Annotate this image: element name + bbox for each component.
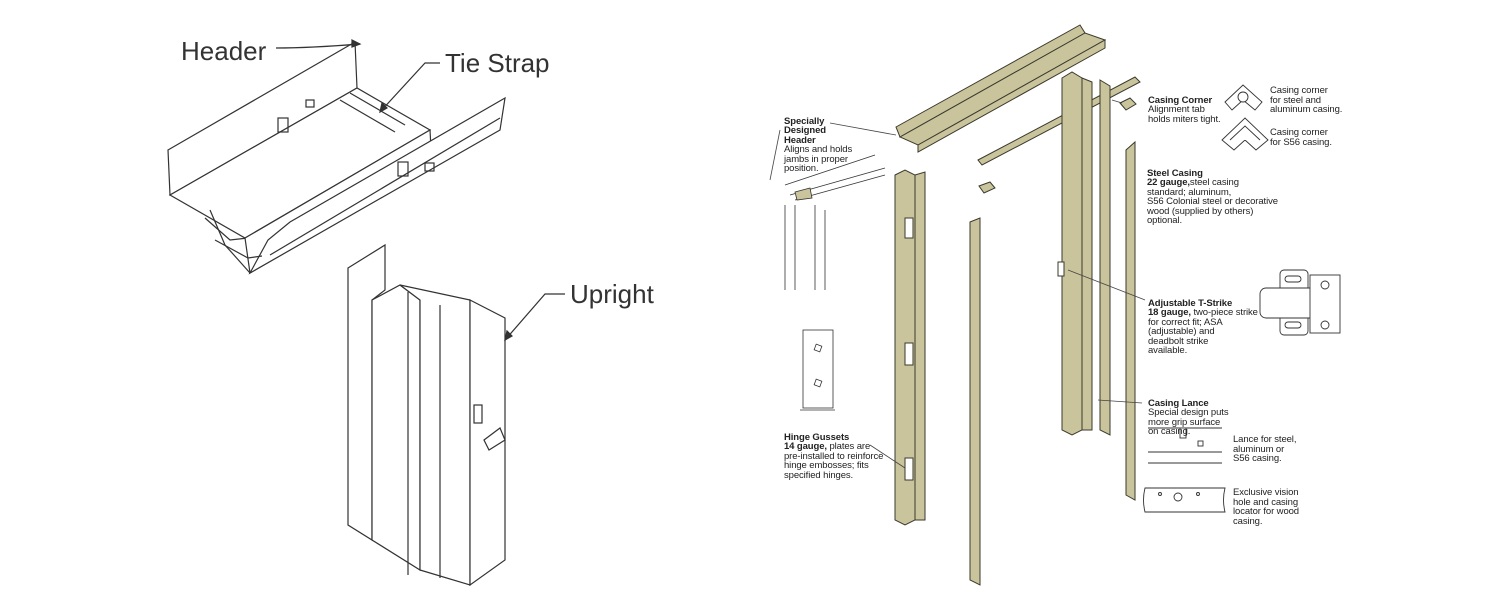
frame-assembly bbox=[894, 24, 1141, 586]
callout-title: Specially Designed Header bbox=[784, 115, 826, 146]
callout-body: two-piece strike for correct fit; ASA (a… bbox=[1148, 307, 1258, 356]
callout-title: Casing Lance bbox=[1148, 397, 1209, 409]
callout-title: Casing Corner bbox=[1148, 94, 1213, 106]
callout-title: Steel Casing bbox=[1147, 167, 1203, 179]
vision-hole-icon bbox=[1143, 487, 1226, 513]
lance-note: Lance for steel, aluminum or S56 casing. bbox=[1233, 434, 1297, 464]
upright-drawing bbox=[347, 243, 506, 587]
casing-corner-icons bbox=[1221, 84, 1269, 151]
callout-body: plates are pre-installed to reinforce hi… bbox=[784, 441, 884, 481]
callout-body: Special design puts more grip surface on… bbox=[1148, 407, 1229, 437]
callout-gauge: 22 gauge, bbox=[1147, 177, 1190, 188]
callout-body: steel casing standard; aluminum, S56 Col… bbox=[1147, 177, 1278, 226]
callout-body: Alignment tab holds miters tight. bbox=[1148, 104, 1221, 125]
casing-corner-s56-note: Casing corner for S56 casing. bbox=[1270, 127, 1332, 148]
upright-label: Upright bbox=[570, 279, 654, 309]
header-channel-drawing bbox=[167, 40, 506, 275]
casing-corner-steel-note: Casing corner for steel and aluminum cas… bbox=[1270, 85, 1343, 115]
callout-gauge: 14 gauge, bbox=[784, 441, 827, 452]
header-label: Header bbox=[181, 36, 267, 66]
tie-strap-label: Tie Strap bbox=[445, 48, 550, 78]
callout-gauge: 18 gauge, bbox=[1148, 307, 1191, 318]
header-leader bbox=[275, 43, 361, 49]
header-inset bbox=[784, 154, 886, 290]
callout-title: Hinge Gussets bbox=[784, 431, 850, 443]
hinge-gusset-inset bbox=[800, 329, 835, 411]
vision-hole-note: Exclusive vision hole and casing locator… bbox=[1233, 487, 1299, 527]
lance-icon bbox=[1148, 427, 1222, 464]
callout-title: Adjustable T-Strike bbox=[1148, 297, 1233, 309]
t-strike-icon bbox=[1259, 269, 1341, 336]
callout-body: Aligns and holds jambs in proper positio… bbox=[784, 144, 853, 174]
